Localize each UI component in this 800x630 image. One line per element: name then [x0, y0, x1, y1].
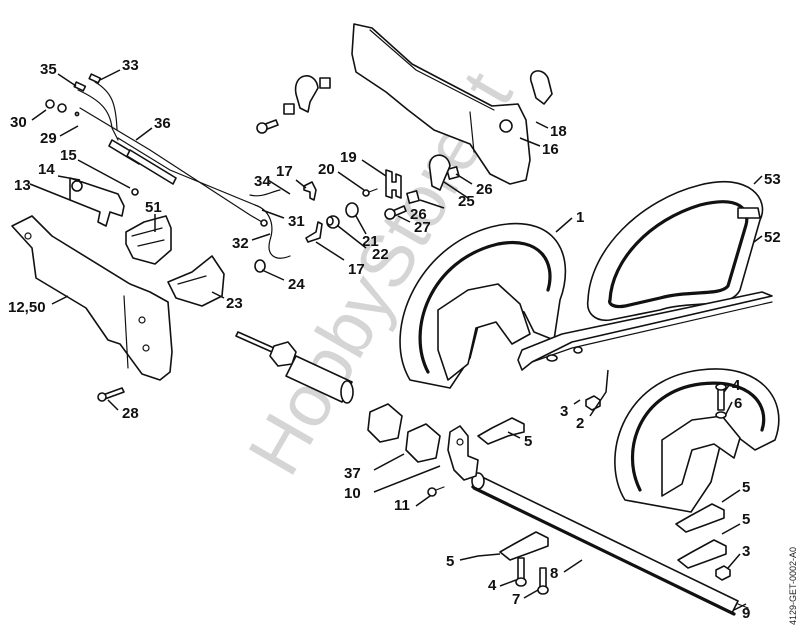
- label-30: 30: [10, 114, 27, 131]
- label-52: 52: [764, 229, 781, 246]
- clamp-5b: [499, 531, 549, 561]
- label-22: 22: [372, 246, 389, 263]
- label-1: 1: [576, 209, 584, 226]
- label-5-right-2: 5: [742, 511, 750, 528]
- label-36: 36: [154, 115, 171, 132]
- d-handle-52-53: [586, 180, 764, 322]
- screw-20: [362, 188, 378, 197]
- label-34: 34: [254, 173, 271, 190]
- screw-27: [384, 205, 407, 220]
- label-25: 25: [458, 193, 475, 210]
- loop-handle-lower: [614, 368, 780, 513]
- label-35: 35: [40, 61, 57, 78]
- label-37: 37: [344, 465, 361, 482]
- clip-18: [529, 70, 553, 105]
- label-18: 18: [550, 123, 567, 140]
- rod-assembly: [235, 331, 354, 404]
- label-4-lower: 4: [488, 577, 497, 594]
- clamp-10: [447, 425, 479, 481]
- clamp-5d: [677, 539, 727, 569]
- label-9: 9: [742, 605, 750, 622]
- label-19: 19: [340, 149, 357, 166]
- throttle-cable: [45, 73, 291, 259]
- handle-shell-16: [351, 23, 531, 185]
- part-labels: 35 33 30 29 36 15 14 13 51 12,50 28 34 1…: [8, 57, 781, 622]
- label-2: 2: [576, 415, 584, 432]
- sleeve-21: [345, 202, 359, 218]
- label-24: 24: [288, 276, 305, 293]
- screw-28: [97, 387, 125, 402]
- label-26-lower: 26: [410, 206, 427, 223]
- label-5-left: 5: [446, 553, 454, 570]
- handle-housing-23: [167, 255, 225, 307]
- label-16: 16: [542, 141, 559, 158]
- label-3-upper: 3: [560, 403, 568, 420]
- label-20: 20: [318, 161, 335, 178]
- drawing-code: 4129-GET-0002-A0: [788, 547, 798, 625]
- square-nut-26b: [446, 166, 460, 180]
- bracket-19: [385, 169, 402, 199]
- label-21: 21: [362, 233, 379, 250]
- nut-3b: [715, 565, 731, 581]
- square-nut-26a: [406, 190, 420, 204]
- label-12-50: 12,50: [8, 299, 46, 316]
- clamp-5a: [477, 417, 525, 445]
- label-7: 7: [512, 591, 520, 608]
- label-15: 15: [60, 147, 77, 164]
- label-5-top: 5: [524, 433, 532, 450]
- label-8: 8: [550, 565, 558, 582]
- label-23: 23: [226, 295, 243, 312]
- screw-7: [537, 567, 549, 595]
- screw-11: [427, 486, 445, 497]
- clamp-5c: [675, 503, 725, 533]
- label-32: 32: [232, 235, 249, 252]
- label-33: 33: [122, 57, 139, 74]
- clamp-upper: [256, 75, 331, 134]
- label-5-right-1: 5: [742, 479, 750, 496]
- label-14: 14: [38, 161, 55, 178]
- leader-lines: [29, 69, 763, 611]
- label-13: 13: [14, 177, 31, 194]
- spring-24: [254, 259, 266, 273]
- label-53: 53: [764, 171, 781, 188]
- throttle-trigger: [69, 177, 139, 227]
- label-3-lower: 3: [742, 543, 750, 560]
- clamp-halves-37: [367, 403, 441, 463]
- screw-4b: [515, 557, 527, 587]
- support-bracket-2: [517, 291, 773, 371]
- screw-4a: [715, 383, 727, 411]
- label-31: 31: [288, 213, 305, 230]
- label-6: 6: [734, 395, 742, 412]
- clamp-25: [428, 154, 451, 191]
- label-28: 28: [122, 405, 139, 422]
- label-26-upper: 26: [476, 181, 493, 198]
- handle-housing-51: [125, 215, 172, 265]
- cable-clip-17a: [303, 181, 317, 201]
- label-27: 27: [414, 219, 431, 236]
- label-17-top: 17: [276, 163, 293, 180]
- bushing-22: [326, 215, 340, 229]
- label-10: 10: [344, 485, 361, 502]
- cable-clip-17b: [305, 221, 323, 243]
- label-17-bottom: 17: [348, 261, 365, 278]
- washer-6: [715, 411, 727, 419]
- label-11: 11: [394, 497, 410, 514]
- label-4-upper: 4: [732, 377, 741, 394]
- control-handle-body: [11, 215, 173, 381]
- label-51: 51: [145, 199, 162, 216]
- label-29: 29: [40, 130, 57, 147]
